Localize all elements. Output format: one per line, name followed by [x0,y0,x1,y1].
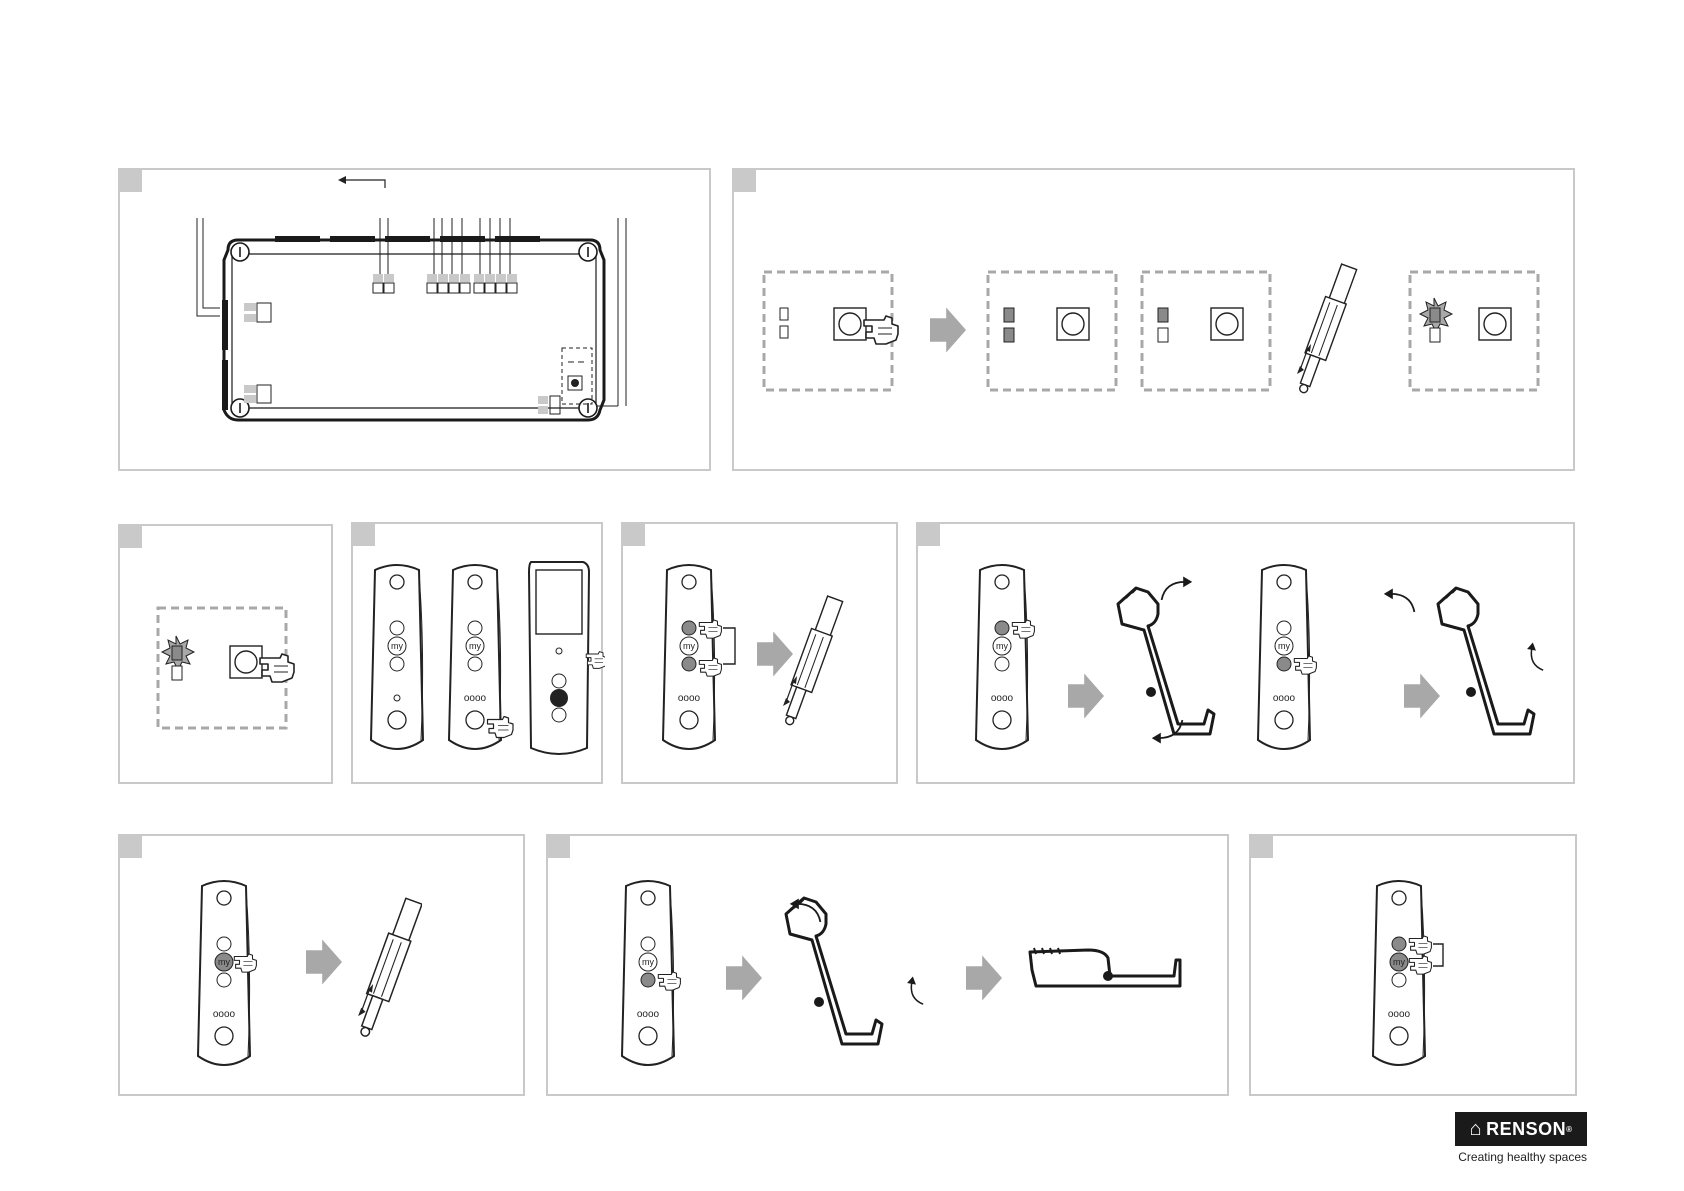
control-board-diagram [120,170,713,473]
prog-button-diagram [120,526,335,786]
svg-text:oooo: oooo [213,1009,236,1020]
svg-text:my: my [1278,641,1290,651]
brand-tagline: Creating healthy spaces [1455,1150,1587,1164]
svg-text:my: my [642,957,654,967]
svg-text:oooo: oooo [678,693,701,704]
svg-text:oooo: oooo [1388,1009,1411,1020]
svg-text:my: my [391,641,403,651]
up-my-press-diagram: my oooo [1251,836,1579,1098]
my-press-diagram: my oooo [120,836,527,1098]
svg-text:my: my [469,641,481,651]
panel-direction: my oooo my oooo [916,522,1575,784]
svg-text:my: my [996,641,1008,651]
flat-profile [1030,948,1180,986]
svg-text:my: my [683,641,695,651]
svg-text:oooo: oooo [464,693,487,704]
panel-remotes: my my oooo [351,522,603,784]
panel-press-prog [118,524,333,784]
panel-programming [732,168,1575,471]
up-down-press-diagram: my oooo [623,524,900,786]
logo-text: RENSON [1486,1119,1566,1140]
down-limit-diagram: my oooo [548,836,1231,1098]
svg-text:oooo: oooo [637,1009,660,1020]
renson-logo: ⌂ RENSON® [1455,1112,1587,1146]
svg-text:oooo: oooo [1273,693,1296,704]
direction-check-diagram: my oooo my oooo [918,524,1577,786]
brand-block: ⌂ RENSON® Creating healthy spaces [1455,1112,1587,1164]
remote-types-diagram: my my oooo [353,524,605,786]
svg-text:my: my [1393,957,1405,967]
panel-my-press: my oooo [118,834,525,1096]
svg-text:my: my [218,957,230,967]
registered-mark: ® [1566,1125,1572,1134]
panel-up-down: my oooo [621,522,898,784]
panel-down-limit: my oooo [546,834,1229,1096]
panel-wiring [118,168,711,471]
svg-text:oooo: oooo [991,693,1014,704]
panel-up-my: my oooo [1249,834,1577,1096]
house-icon: ⌂ [1469,1118,1482,1141]
programming-sequence-diagram [734,170,1577,473]
